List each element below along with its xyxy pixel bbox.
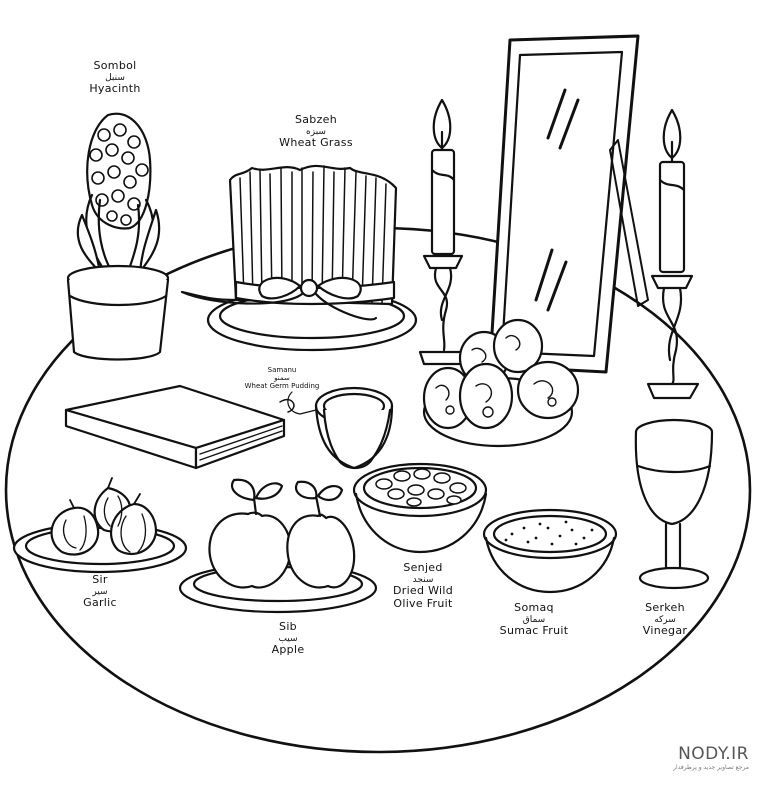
samanu-pointer	[288, 392, 316, 414]
apples-drawing	[180, 480, 376, 612]
label-somaq: Somaq سماق Sumac Fruit	[484, 601, 584, 638]
book-drawing	[66, 386, 294, 468]
label-senjed: Senjed سنجد Dried Wild Olive Fruit	[378, 561, 468, 610]
somaq-english: Sumac Fruit	[499, 623, 569, 637]
left-candle-drawing	[420, 100, 468, 364]
somaq-name: Somaq	[514, 601, 554, 614]
senjed-persian: سنجد	[412, 574, 434, 585]
label-sabzeh: Sabzeh سبزه Wheat Grass	[258, 113, 374, 150]
samanu-persian: سمنو	[274, 374, 290, 383]
vinegar-glass-drawing	[636, 420, 712, 588]
sombol-name: Sombol	[93, 59, 137, 72]
label-sir: Sir سیر Garlic	[60, 573, 140, 610]
sib-persian: سیب	[278, 633, 298, 644]
label-serkeh: Serkeh سرکه Vinegar	[620, 601, 710, 638]
sabzeh-name: Sabzeh	[294, 113, 338, 126]
sib-name: Sib	[279, 620, 297, 633]
samanu-english: Wheat Germ Pudding	[244, 382, 320, 391]
samanu-drawing	[316, 388, 392, 468]
sabzeh-persian: سبزه	[306, 126, 326, 137]
senjed-name: Senjed	[403, 561, 443, 574]
watermark-tagline: مرجع تصاویر جدید و پرطرفدار	[673, 764, 749, 771]
senjed-english-line1: Dried Wild	[392, 583, 454, 597]
label-samanu: Samanu سمنو Wheat Germ Pudding	[222, 366, 342, 390]
sumac-drawing	[484, 510, 616, 592]
senjed-english-line2: Olive Fruit	[393, 596, 453, 610]
sombol-english: Hyacinth	[89, 81, 141, 95]
sir-persian: سیر	[92, 586, 108, 597]
right-candle-drawing	[648, 110, 698, 398]
painted-eggs-drawing	[424, 320, 578, 446]
sib-english: Apple	[271, 642, 305, 656]
serkeh-persian: سرکه	[654, 614, 676, 625]
wheat-grass-drawing	[182, 166, 416, 350]
sir-name: Sir	[92, 573, 108, 586]
sabzeh-english: Wheat Grass	[279, 135, 353, 149]
sombol-persian: سنبل	[105, 72, 125, 83]
serkeh-english: Vinegar	[642, 623, 688, 637]
senjed-drawing	[354, 464, 486, 552]
samanu-name: Samanu	[267, 366, 297, 374]
sir-english: Garlic	[83, 595, 117, 609]
label-sib: Sib سیب Apple	[248, 620, 328, 657]
watermark-brand: NODY.IR	[678, 744, 749, 764]
somaq-persian: سماق	[522, 614, 546, 625]
label-sombol: Sombol سنبل Hyacinth	[70, 59, 160, 96]
mirror-drawing	[490, 36, 648, 372]
serkeh-name: Serkeh	[645, 601, 685, 614]
garlic-drawing	[14, 478, 186, 572]
hyacinth-drawing	[68, 114, 168, 360]
watermark: NODY.IR مرجع تصاویر جدید و پرطرفدار	[673, 744, 749, 771]
